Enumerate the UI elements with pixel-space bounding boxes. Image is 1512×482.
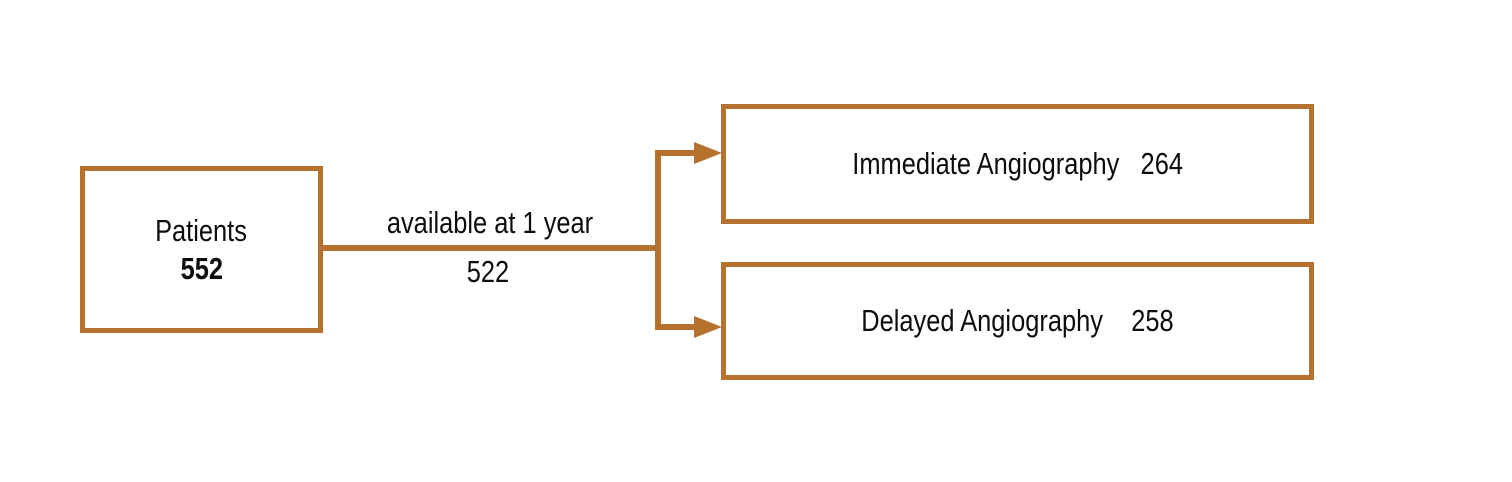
arrowhead-icon-delayed bbox=[694, 316, 722, 338]
node-delayed-angiography: Delayed Angiography 258 bbox=[721, 262, 1314, 380]
edge-label-available-count: 522 bbox=[466, 254, 510, 289]
node-patients-label: Patients bbox=[155, 212, 248, 248]
node-patients-count: 552 bbox=[180, 250, 223, 286]
connector-trunk bbox=[322, 245, 660, 251]
node-immediate-angiography: Immediate Angiography 264 bbox=[721, 104, 1314, 224]
connector-arm-immediate bbox=[655, 150, 698, 156]
node-delayed-angiography-text: Delayed Angiography 258 bbox=[861, 303, 1174, 339]
connector-branch-stem bbox=[655, 150, 661, 330]
node-patients: Patients 552 bbox=[80, 166, 323, 333]
node-immediate-angiography-text: Immediate Angiography 264 bbox=[852, 146, 1183, 182]
arrowhead-icon-immediate bbox=[694, 142, 722, 164]
edge-label-available-at-1-year: available at 1 year bbox=[386, 205, 594, 240]
connector-arm-delayed bbox=[655, 324, 698, 330]
